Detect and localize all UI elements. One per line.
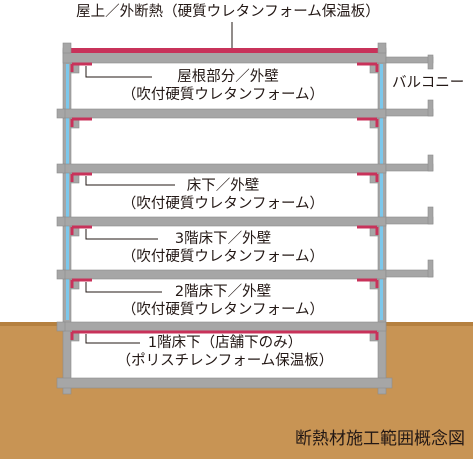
left-wall-insulation <box>66 64 69 320</box>
basement-void <box>66 330 384 378</box>
floor3-label-line1: 3階床下／外壁 <box>174 231 272 247</box>
floor-slab-1 <box>62 321 387 332</box>
leader-lines <box>85 22 233 344</box>
floor-slab-2 <box>62 269 387 280</box>
attic-label: 屋根部分／外壁 （吹付硬質ウレタンフォーム） <box>108 68 338 104</box>
balcony-rail-5 <box>427 99 434 117</box>
left-stub-3 <box>56 216 66 227</box>
balcony-slab-4 <box>385 163 434 172</box>
roof-insulation <box>68 48 381 53</box>
left-stub-2 <box>56 269 66 280</box>
balcony-rail-4 <box>427 154 434 172</box>
underside-insulation <box>70 62 379 340</box>
roof-parapet-left <box>62 42 72 54</box>
floor1-label-line1: 1階床下（店舗下のみ） <box>147 335 303 351</box>
attic-label-line2: （吹付硬質ウレタンフォーム） <box>121 87 325 103</box>
floor-slab-5 <box>62 108 387 119</box>
floor1-label: 1階床下（店舗下のみ） （ポリスチレンフォーム保温板） <box>100 334 350 370</box>
caption-text: 断熱材施工範囲概念図 <box>295 429 465 449</box>
floor-label-line1: 床下／外壁 <box>186 178 260 194</box>
floor2-label: 2階床下／外壁 （吹付硬質ウレタンフォーム） <box>108 283 338 319</box>
footing <box>56 377 393 389</box>
left-stub-4 <box>56 163 66 174</box>
balcony-label: バルコニー <box>392 74 464 92</box>
balcony-slab-5 <box>385 108 434 117</box>
floor2-label-line2: （吹付硬質ウレタンフォーム） <box>121 302 325 318</box>
floor1-label-line2: （ポリスチレンフォーム保温板） <box>116 353 334 369</box>
floor-slab-3 <box>62 216 387 227</box>
balcony-rail-3 <box>427 206 434 225</box>
floor2-label-line1: 2階床下／外壁 <box>174 284 272 300</box>
floor3-label: 3階床下／外壁 （吹付硬質ウレタンフォーム） <box>108 230 338 266</box>
right-wall-insulation <box>380 64 383 320</box>
balcony-rail-2 <box>427 259 434 278</box>
balcony-slab-2 <box>385 269 434 278</box>
balcony-slab-3 <box>385 216 434 225</box>
floor-label: 床下／外壁 （吹付硬質ウレタンフォーム） <box>108 177 338 213</box>
caption: 断熱材施工範囲概念図 <box>225 428 465 450</box>
balcony-label-text: バルコニー <box>392 75 465 91</box>
floor-slab-4 <box>62 163 387 174</box>
floor3-label-line2: （吹付硬質ウレタンフォーム） <box>121 249 325 265</box>
left-stub-1 <box>56 321 66 332</box>
roof-label-text: 屋上／外断熱（硬質ウレタンフォーム保温板） <box>76 4 380 20</box>
floor-label-line2: （吹付硬質ウレタンフォーム） <box>121 196 325 212</box>
attic-label-line1: 屋根部分／外壁 <box>177 69 279 85</box>
balcony-rail-upper <box>427 54 434 70</box>
roof-parapet-right <box>377 42 387 54</box>
left-stub-5 <box>56 108 66 119</box>
balcony-upper <box>385 56 434 64</box>
roof-label: 屋上／外断熱（硬質ウレタンフォーム保温板） <box>48 3 408 21</box>
